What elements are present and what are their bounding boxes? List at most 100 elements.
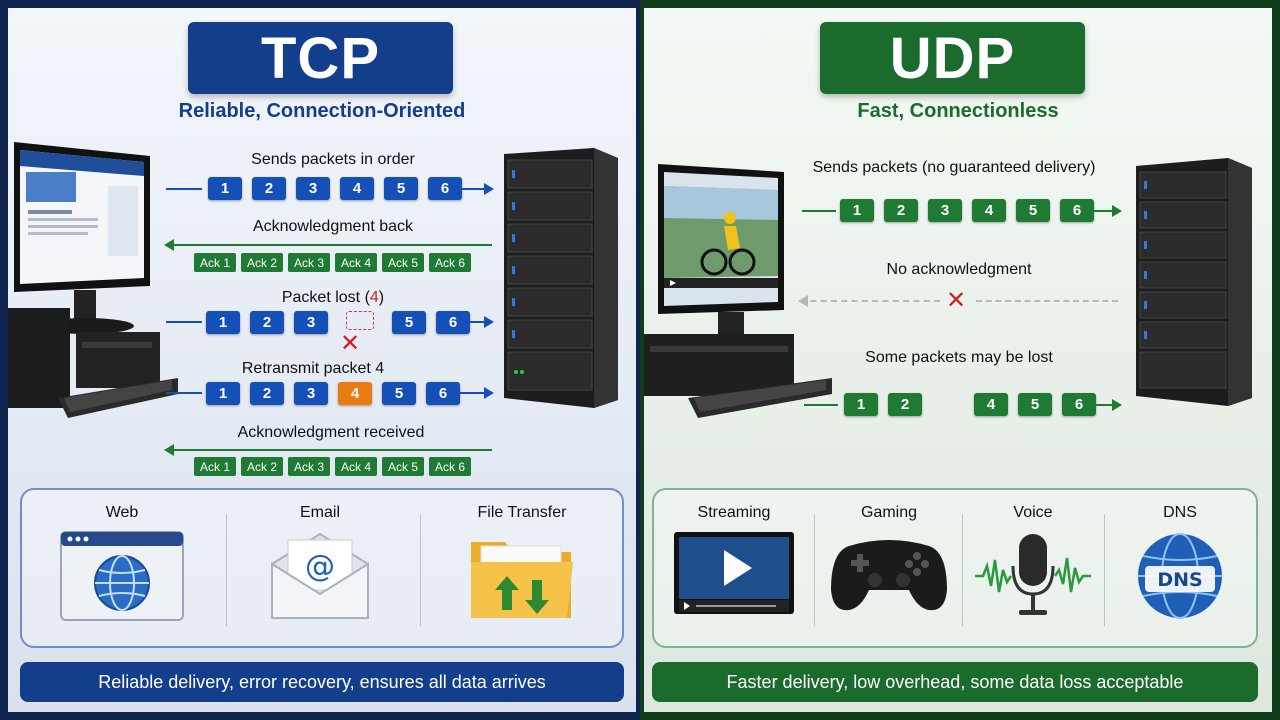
desktop-computer-icon bbox=[8, 142, 178, 418]
packet-5: 5 bbox=[384, 177, 418, 200]
envelope-at-icon: @ bbox=[271, 532, 369, 619]
packet-3: 3 bbox=[294, 382, 328, 405]
packet-2: 2 bbox=[250, 311, 284, 334]
tcp-step4-caption: Retransmit packet 4 bbox=[241, 360, 385, 377]
tcp-send-arrow-in bbox=[166, 188, 202, 190]
udp-send-arrow bbox=[1086, 205, 1122, 217]
folder-transfer-icon bbox=[471, 542, 573, 618]
ack-6: Ack 6 bbox=[429, 253, 471, 272]
ack-1: Ack 1 bbox=[194, 457, 236, 476]
ack-2: Ack 2 bbox=[241, 253, 283, 272]
use-case-separator bbox=[814, 514, 815, 626]
packet-4: 4 bbox=[340, 177, 374, 200]
ack-6: Ack 6 bbox=[429, 457, 471, 476]
tcp-panel: TCP Reliable, Connection-Oriented bbox=[0, 0, 640, 720]
use-case-streaming: Streaming bbox=[654, 490, 814, 646]
tcp-step3-caption-prefix: Packet lost ( bbox=[281, 289, 370, 306]
packet-6: 6 bbox=[436, 311, 470, 334]
tcp-retransmit-arrow-in bbox=[166, 392, 202, 394]
use-case-separator bbox=[226, 514, 227, 626]
browser-globe-icon bbox=[60, 531, 184, 621]
packet-5: 5 bbox=[382, 382, 416, 405]
tcp-step4-packets: 1 2 3 4 5 6 bbox=[206, 382, 460, 405]
packet-5: 5 bbox=[392, 311, 426, 334]
use-case-label: File Transfer bbox=[477, 504, 567, 521]
tcp-step1-packets: 1 2 3 4 5 6 bbox=[208, 177, 462, 200]
udp-use-cases: Streaming Gaming Voice bbox=[652, 488, 1258, 648]
tcp-step3-caption-lost: 4 bbox=[369, 289, 379, 306]
udp-step1-caption: Sends packets (no guaranteed delivery) bbox=[812, 159, 1096, 176]
packet-2: 2 bbox=[250, 382, 284, 405]
ack-3: Ack 3 bbox=[288, 457, 330, 476]
lost-packet-placeholder bbox=[346, 311, 374, 330]
packet-2: 2 bbox=[888, 393, 922, 416]
ack-4: Ack 4 bbox=[335, 457, 377, 476]
lost-x-icon: ✕ bbox=[340, 330, 361, 357]
packet-1: 1 bbox=[206, 311, 240, 334]
tcp-use-cases: Web Email @ File Transfer bbox=[20, 488, 624, 648]
tcp-ack-arrow bbox=[164, 239, 492, 251]
packet-1: 1 bbox=[208, 177, 242, 200]
tcp-step5-acks: Ack 1 Ack 2 Ack 3 Ack 4 Ack 5 Ack 6 bbox=[194, 457, 471, 476]
packet-3: 3 bbox=[296, 177, 330, 200]
use-case-label: DNS bbox=[1163, 504, 1197, 521]
udp-subtitle: Fast, Connectionless bbox=[857, 100, 1059, 122]
use-case-label: Streaming bbox=[697, 504, 771, 521]
server-rack-icon bbox=[1136, 158, 1252, 406]
dns-globe-icon: DNS bbox=[1138, 533, 1222, 619]
ack-3: Ack 3 bbox=[288, 253, 330, 272]
desktop-computer-icon bbox=[644, 164, 832, 418]
tcp-step5-caption: Acknowledgment received bbox=[237, 424, 425, 441]
use-case-label: Email bbox=[299, 504, 340, 521]
tcp-step3-packets: 1 2 3 5 6 bbox=[206, 311, 470, 334]
udp-send-arrow-in bbox=[802, 210, 836, 212]
svg-text:DNS: DNS bbox=[1157, 569, 1202, 591]
udp-step3-packets: 1 2 4 5 6 bbox=[844, 393, 1096, 416]
udp-no-ack-arrow-right bbox=[976, 300, 1118, 302]
tcp-step2-caption: Acknowledgment back bbox=[252, 218, 414, 235]
tcp-ack-received-arrow bbox=[164, 444, 492, 456]
use-case-label: Gaming bbox=[860, 504, 918, 521]
udp-step2-caption: No acknowledgment bbox=[886, 261, 1032, 278]
packet-5: 5 bbox=[1016, 199, 1050, 222]
udp-footer: Faster delivery, low overhead, some data… bbox=[652, 662, 1258, 702]
packet-1: 1 bbox=[206, 382, 240, 405]
ack-5: Ack 5 bbox=[382, 457, 424, 476]
use-case-separator bbox=[1104, 514, 1105, 626]
packet-5: 5 bbox=[1018, 393, 1052, 416]
tcp-lost-arrow-in bbox=[166, 321, 202, 323]
udp-step1-packets: 1 2 3 4 5 6 bbox=[840, 199, 1094, 222]
use-case-email: Email @ bbox=[222, 490, 418, 646]
packet-1: 1 bbox=[844, 393, 878, 416]
udp-lost-arrow-in bbox=[804, 404, 838, 406]
svg-text:@: @ bbox=[305, 549, 335, 584]
packet-6: 6 bbox=[1062, 393, 1096, 416]
packet-6: 6 bbox=[428, 177, 462, 200]
tcp-step3-caption: Packet lost (4) bbox=[208, 289, 458, 307]
packet-2: 2 bbox=[884, 199, 918, 222]
retransmitted-packet-4: 4 bbox=[338, 382, 372, 405]
tcp-send-arrow bbox=[460, 183, 494, 195]
tcp-step1-caption: Sends packets in order bbox=[251, 151, 415, 168]
no-ack-x-icon: ✕ bbox=[946, 287, 967, 314]
use-case-label: Web bbox=[105, 504, 139, 521]
udp-title: UDP bbox=[820, 22, 1085, 94]
server-rack-icon bbox=[504, 148, 618, 408]
gamepad-icon bbox=[831, 540, 947, 611]
udp-lost-arrow bbox=[1084, 399, 1122, 411]
tcp-step3-caption-suffix: ) bbox=[378, 289, 385, 306]
packet-6: 6 bbox=[426, 382, 460, 405]
tcp-step2-acks: Ack 1 Ack 2 Ack 3 Ack 4 Ack 5 Ack 6 bbox=[194, 253, 471, 272]
packet-4: 4 bbox=[972, 199, 1006, 222]
ack-2: Ack 2 bbox=[241, 457, 283, 476]
packet-2: 2 bbox=[252, 177, 286, 200]
ack-5: Ack 5 bbox=[382, 253, 424, 272]
use-case-label: Voice bbox=[1013, 504, 1053, 521]
packet-4: 4 bbox=[974, 393, 1008, 416]
packet-3: 3 bbox=[294, 311, 328, 334]
packet-3: 3 bbox=[928, 199, 962, 222]
use-case-web: Web bbox=[22, 490, 222, 646]
packet-6: 6 bbox=[1060, 199, 1094, 222]
udp-no-ack-arrow-left bbox=[798, 295, 940, 307]
udp-step3-caption: Some packets may be lost bbox=[865, 349, 1053, 366]
